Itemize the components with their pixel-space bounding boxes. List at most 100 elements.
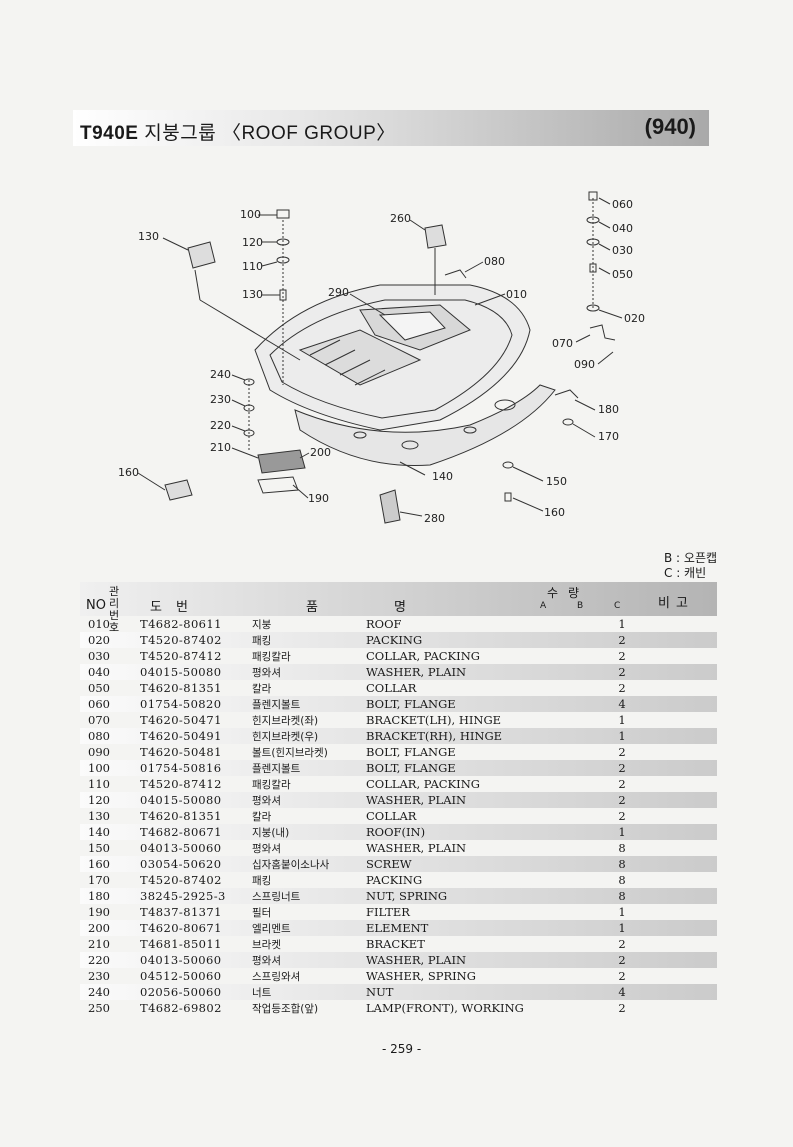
part-name-kor: 스프링와셔 — [252, 971, 301, 983]
quantity: 1 — [618, 729, 626, 743]
part-number: 04013-50060 — [140, 953, 222, 967]
part-name-eng: SCREW — [366, 857, 412, 871]
callout-label: 090 — [574, 358, 595, 371]
col-qty: 수량 — [547, 586, 590, 600]
legend-b: B : 오픈캡 — [664, 551, 718, 565]
part-name-eng: WASHER, PLAIN — [366, 841, 467, 855]
callout-label: 100 — [240, 208, 261, 221]
quantity: 2 — [618, 649, 626, 663]
callout-label: 130 — [138, 230, 159, 243]
quantity: 8 — [618, 873, 626, 887]
part-no: 250 — [88, 1001, 110, 1015]
callout-label: 060 — [612, 198, 633, 211]
part-no: 230 — [88, 969, 110, 983]
part-number: 04512-50060 — [140, 969, 222, 983]
quantity: 1 — [618, 713, 626, 727]
part-no: 100 — [88, 761, 110, 775]
callout-label: 230 — [210, 393, 231, 406]
part-number: 38245-2925-3 — [140, 889, 226, 903]
part-name-eng: LAMP(FRONT), WORKING — [366, 1001, 524, 1015]
part-number: 04013-50060 — [140, 841, 222, 855]
part-name-eng: BRACKET(RH), HINGE — [366, 729, 503, 743]
part-name-eng: BOLT, FLANGE — [366, 745, 456, 759]
part-name-eng: WASHER, PLAIN — [366, 665, 467, 679]
part-name-eng: PACKING — [366, 633, 423, 647]
quantity: 2 — [618, 809, 626, 823]
part-name-kor: 지붕 — [252, 619, 272, 631]
quantity: 8 — [618, 857, 626, 871]
callout-label: 040 — [612, 222, 633, 235]
group-code: (940) — [644, 114, 696, 139]
callout-label: 070 — [552, 337, 573, 350]
quantity: 2 — [618, 665, 626, 679]
part-name-eng: FILTER — [366, 905, 410, 919]
part-number: 03054-50620 — [140, 857, 222, 871]
part-name-kor: 칼라 — [252, 683, 272, 695]
quantity: 1 — [618, 825, 626, 839]
part-name-kor: 평와셔 — [252, 667, 281, 679]
part-number: T4682-80671 — [140, 825, 222, 839]
part-no: 040 — [88, 665, 110, 679]
callout-label: 080 — [484, 255, 505, 268]
part-no: 090 — [88, 745, 110, 759]
part-no: 030 — [88, 649, 110, 663]
part-no: 130 — [88, 809, 110, 823]
part-name-kor: 필터 — [252, 907, 272, 919]
part-number: T4682-69802 — [140, 1001, 222, 1015]
part-name-kor: 볼트(힌지브라켓) — [252, 747, 328, 759]
group-title: 지붕그룹 〈ROOF GROUP〉 — [144, 123, 396, 144]
part-no: 240 — [88, 985, 110, 999]
quantity: 2 — [618, 745, 626, 759]
part-name-kor: 지붕(내) — [252, 827, 290, 839]
part-name-kor: 평와셔 — [252, 795, 281, 807]
callout-label: 130 — [242, 288, 263, 301]
quantity: 4 — [618, 985, 626, 999]
quantity: 1 — [618, 617, 626, 631]
part-number: T4681-85011 — [140, 937, 222, 951]
quantity: 2 — [618, 761, 626, 775]
callout-label: 170 — [598, 430, 619, 443]
quantity: 2 — [618, 937, 626, 951]
callout-label: 150 — [546, 475, 567, 488]
part-no: 150 — [88, 841, 110, 855]
part-name-kor: 칼라 — [252, 811, 272, 823]
part-no: 160 — [88, 857, 110, 871]
part-number: T4520-87402 — [140, 633, 222, 647]
part-name-eng: COLLAR, PACKING — [366, 649, 480, 663]
part-number: T4520-87412 — [140, 649, 222, 663]
part-no: 220 — [88, 953, 110, 967]
callout-label: 260 — [390, 212, 411, 225]
part-number: 02056-50060 — [140, 985, 222, 999]
quantity: 2 — [618, 793, 626, 807]
part-number: T4620-81351 — [140, 809, 222, 823]
quantity: 8 — [618, 841, 626, 855]
callout-label: 160 — [544, 506, 565, 519]
col-qty-b: B — [577, 601, 584, 611]
part-no: 170 — [88, 873, 110, 887]
part-name-eng: ELEMENT — [366, 921, 429, 935]
part-name-eng: BOLT, FLANGE — [366, 761, 456, 775]
part-number: T4620-50471 — [140, 713, 222, 727]
part-name-eng: ROOF(IN) — [366, 825, 426, 839]
part-name-kor: 패킹칼라 — [252, 651, 291, 663]
col-qty-c: C — [614, 601, 621, 611]
part-name-eng: BRACKET(LH), HINGE — [366, 713, 502, 727]
part-no: 180 — [88, 889, 110, 903]
part-name-kor: 플렌지볼트 — [252, 763, 301, 775]
